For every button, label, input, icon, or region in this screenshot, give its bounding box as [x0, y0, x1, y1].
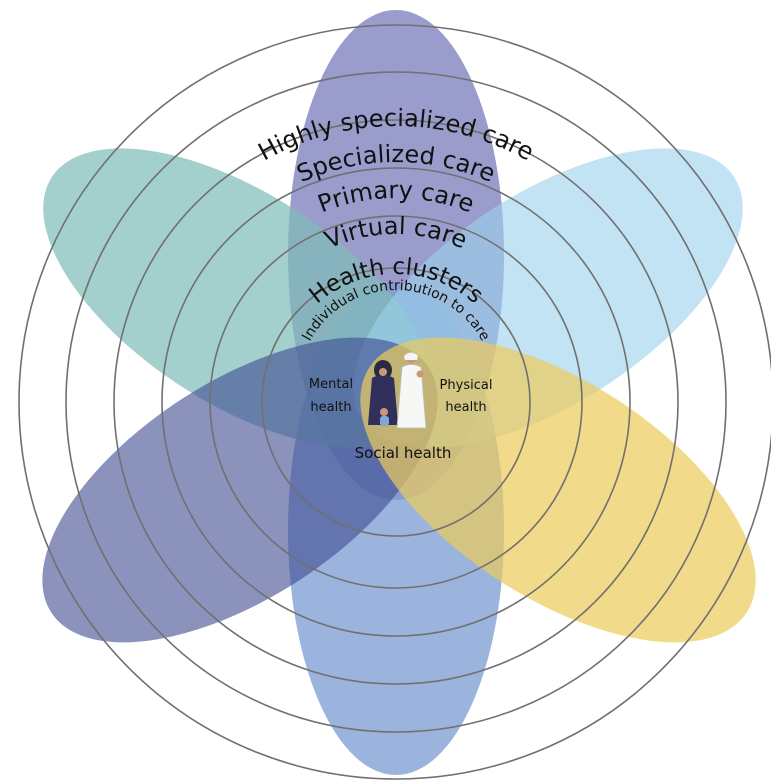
- family-illustration: [368, 352, 427, 429]
- rings: [18, 24, 771, 780]
- petal-right-lower: [360, 337, 756, 643]
- petals: [42, 10, 756, 775]
- social-health-label: Social health: [355, 444, 452, 462]
- ring-4: [161, 167, 631, 637]
- mental-health-label-line1: Mental: [309, 377, 353, 392]
- ring-2: [65, 71, 727, 733]
- petal-left-lower: [42, 337, 438, 643]
- ring-6: [261, 267, 531, 537]
- ring-5: [209, 215, 583, 589]
- mental-health-label-line2: health: [310, 400, 351, 415]
- ring-1: [18, 24, 771, 780]
- physical-health-label-line1: Physical: [440, 378, 493, 393]
- physical-health-label-line2: health: [445, 400, 486, 415]
- ring-3: [113, 119, 679, 685]
